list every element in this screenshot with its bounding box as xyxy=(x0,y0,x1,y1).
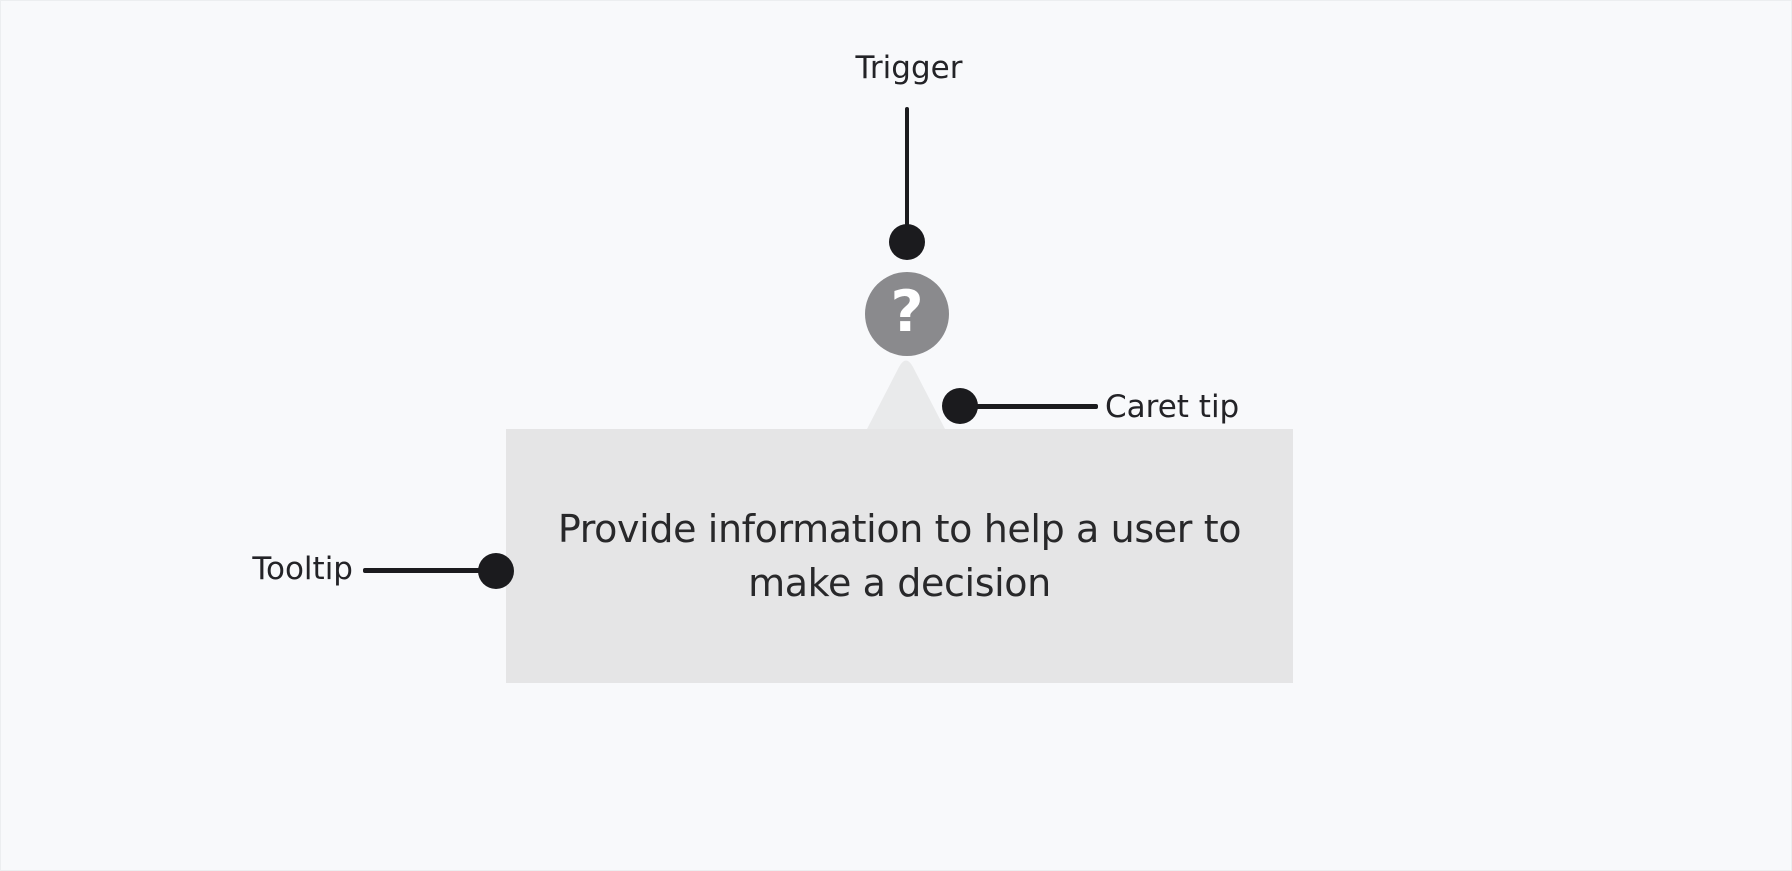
trigger-connector-line xyxy=(905,107,909,226)
tooltip-text-line-1: Provide information to help a user to xyxy=(557,507,1242,551)
trigger-annotation-label: Trigger xyxy=(855,50,963,86)
question-mark-icon: ? xyxy=(890,278,924,345)
trigger-annotation-dot xyxy=(889,224,925,260)
caret-tip-connector-line xyxy=(960,404,1098,409)
caret-tip-annotation-dot xyxy=(942,388,978,424)
caret-tip-annotation-label: Caret tip xyxy=(1105,389,1240,425)
tooltip-annotation-label: Tooltip xyxy=(252,551,353,587)
help-trigger-button[interactable]: ? xyxy=(865,272,949,356)
tooltip-annotation-dot xyxy=(478,553,514,589)
tooltip-connector-line xyxy=(363,568,496,573)
tooltip-caret xyxy=(866,357,946,429)
tooltip-text-line-2: make a decision xyxy=(748,561,1051,605)
tooltip-bubble: Provide information to help a user to ma… xyxy=(506,429,1293,683)
